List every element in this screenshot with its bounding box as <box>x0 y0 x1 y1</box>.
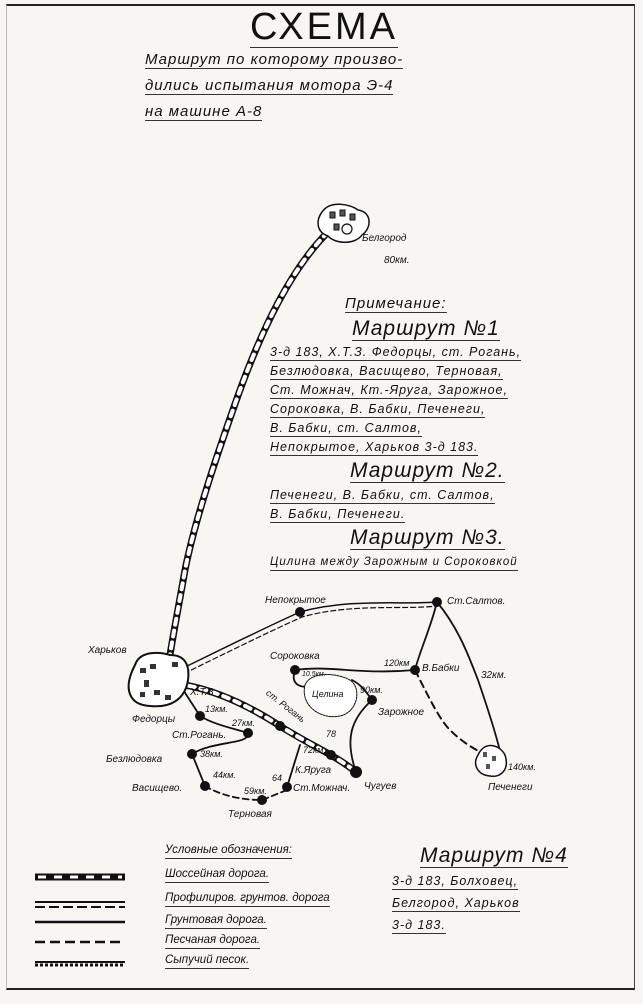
label-ternovaya: Терновая <box>228 809 272 820</box>
route-1-line: Ст. Можнач, Кт.-Яруга, Зарожное, <box>270 383 508 399</box>
node-fedortsy <box>195 711 205 721</box>
label-km44: 44км. <box>213 770 236 780</box>
route-1-line: Сороковка, В. Бабки, Печенеги, <box>270 402 486 418</box>
label-km38: 38км. <box>200 749 223 759</box>
label-yaruga: К.Яруга <box>295 765 332 776</box>
label-mozhnach: Ст.Можнач. <box>293 783 351 794</box>
route-2-line: Печенеги, В. Бабки, ст. Салтов, <box>270 488 495 504</box>
label-saltov: Ст.Салтов. <box>447 596 506 607</box>
label-chuguev: Чугуев <box>364 781 397 792</box>
label-neprokrytoe: Непокрытое <box>265 595 326 606</box>
label-belgorod-km: 80км. <box>384 255 410 266</box>
route-2-line: В. Бабки, Печенеги. <box>270 507 406 523</box>
route-3-line: Цилина между Зарожным и Сороковкой <box>270 556 518 571</box>
node-bezlyudovka <box>187 749 197 759</box>
label-km105: 10.5км. <box>302 671 326 678</box>
route-nodes <box>187 597 442 805</box>
route-4-line: Белгород, Харьков <box>392 896 520 912</box>
node-rogan <box>243 728 253 738</box>
sandy-road-babki-pechenegi <box>414 669 493 759</box>
route-1-line: Непокрытое, Харьков 3-д 183. <box>270 440 479 456</box>
route-1-line: 3-д 183, Х.Т.З. Федорцы, ст. Рогань, <box>270 345 522 361</box>
label-vasishchevo: Васищево. <box>132 783 183 794</box>
legend-item-loose-sand: Сыпучий песок. <box>165 954 250 969</box>
subtitle-line: на машине А-8 <box>145 103 263 121</box>
label-km120: 120км <box>384 658 410 668</box>
label-km72: 72км. <box>303 745 326 755</box>
route-1-line: Безлюдовка, Васищево, Терновая, <box>270 364 503 380</box>
label-km140: 140км. <box>508 762 536 772</box>
label-sorokovka: Сороковка <box>270 651 320 662</box>
node-chuguev <box>350 766 362 778</box>
node-sorokovka <box>290 665 300 675</box>
legend-heading: Условные обозначения: <box>165 844 292 859</box>
node-mozhnach <box>282 782 292 792</box>
label-tselina: Целина <box>312 689 344 699</box>
node-saltov <box>432 597 442 607</box>
label-km59: 59км. <box>244 786 267 796</box>
node-ternovaya <box>257 795 267 805</box>
label-babki: В.Бабки <box>422 663 460 674</box>
route-3-title: Маршрут №3. <box>350 526 505 550</box>
node-vasishchevo <box>200 781 210 791</box>
dirt-road-sorokovka-babki <box>294 667 416 673</box>
route-4-line: 3-д 183. <box>392 918 446 934</box>
legend-item-dirt-road: Грунтовая дорога. <box>165 914 267 929</box>
label-km64: 64 <box>272 773 283 783</box>
node-rogan-highway <box>275 721 285 731</box>
route-2-title: Маршрут №2. <box>350 459 505 483</box>
subtitle-line: Маршрут по которому произво- <box>145 51 404 69</box>
legend-item-sandy-road: Песчаная дорога. <box>165 934 261 949</box>
subtitle-line: дились испытания мотора Э-4 <box>145 77 394 95</box>
label-km27: 27км. <box>232 718 255 728</box>
dirt-road-yaruga-mozhnach <box>286 744 301 788</box>
page-title: СХЕМА <box>250 6 398 48</box>
dirt-road-saltov-babki <box>414 601 438 671</box>
notes-heading: Примечание: <box>345 295 447 313</box>
dirt-road-zarozhnoe <box>349 699 373 773</box>
label-rogan: Ст.Рогань. <box>172 730 227 741</box>
label-bezlyudovka: Безлюдовка <box>106 754 163 765</box>
label-fedortsy: Федорцы <box>132 714 176 725</box>
route-1-line: В. Бабки, ст. Салтов, <box>270 421 422 437</box>
node-neprokrytoe <box>295 607 305 617</box>
route-1-title: Маршрут №1 <box>352 317 500 341</box>
node-babki <box>410 665 420 675</box>
label-kharkov: Харьков <box>88 645 127 656</box>
legend-item-profiled-road: Профилиров. грунтов. дорога <box>165 892 330 907</box>
dirt-road-saltov-pechenegi <box>436 601 503 761</box>
label-km90: 90км. <box>360 685 383 695</box>
kharkov-city-icon <box>127 651 190 708</box>
label-km78: 78 <box>326 729 337 739</box>
label-zarozhnoe: Зарожное <box>378 707 425 718</box>
legend-item-highway: Шоссейная дорога. <box>165 868 270 883</box>
legend-symbols <box>35 873 125 967</box>
label-km32: 32км. <box>481 670 507 681</box>
tselina-area <box>303 674 358 718</box>
node-78 <box>326 750 336 760</box>
pechenegi-city-icon <box>474 744 507 778</box>
label-pechenegi: Печенеги <box>488 782 533 793</box>
route-4-title: Маршрут №4 <box>420 844 568 868</box>
route-4-line: 3-д 183, Болховец, <box>392 874 519 890</box>
sheet-frame <box>6 4 635 990</box>
label-hts: Х.Т.З <box>190 687 214 698</box>
label-belgorod: Белгород <box>362 233 407 244</box>
label-km13: 13км. <box>205 704 228 714</box>
node-zarozhnoe <box>367 695 377 705</box>
